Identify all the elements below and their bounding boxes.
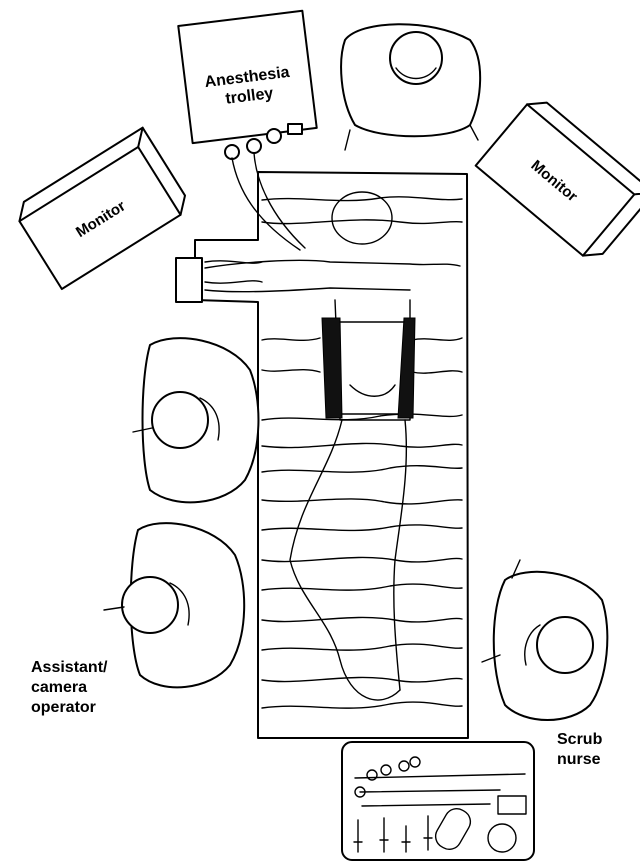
anesthesiologist-head <box>390 32 442 84</box>
trolley-dial-3 <box>267 129 281 143</box>
scrub-nurse-label-line2: nurse <box>557 751 601 768</box>
trolley-port <box>288 124 302 134</box>
surgeon <box>133 338 258 502</box>
anesthesiologist <box>341 24 480 150</box>
trolley-dial-2 <box>247 139 261 153</box>
assistant-label-line1: Assistant/ <box>31 659 108 676</box>
trolley-dial-1 <box>225 145 239 159</box>
surgeon-head <box>152 392 208 448</box>
assistant-label-line2: camera <box>31 679 87 696</box>
scrub-nurse-label-line1: Scrub <box>557 731 603 748</box>
arm-board <box>176 258 202 302</box>
monitor-left: Monitor <box>12 128 192 289</box>
assistant-camera-operator <box>104 523 244 687</box>
instrument-tray <box>342 742 534 860</box>
assistant-head <box>122 577 178 633</box>
assistant-label-line3: operator <box>31 699 96 716</box>
scrub-nurse-head <box>537 617 593 673</box>
scrub-nurse <box>482 560 607 720</box>
monitor-right: Monitor <box>476 94 640 265</box>
